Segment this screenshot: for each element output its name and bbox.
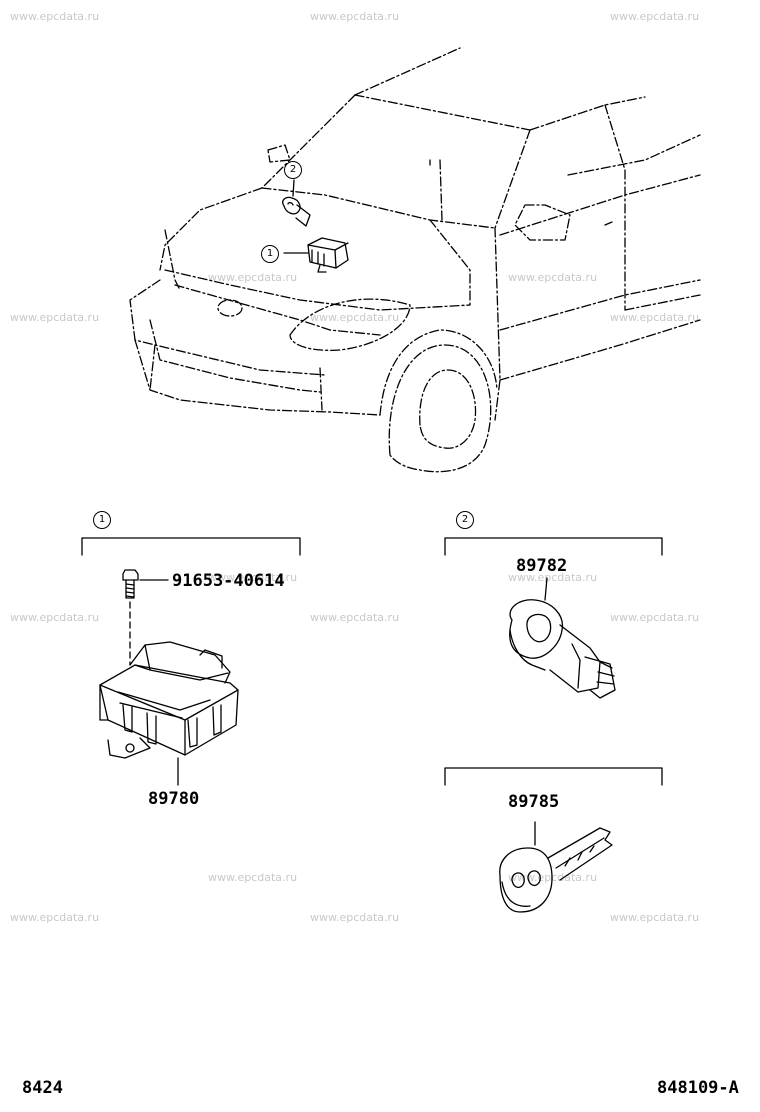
transponder-coil-drawing: [509, 577, 616, 699]
vehicle-outline: [129, 47, 701, 473]
ecu-drawing: [99, 641, 239, 786]
watermark: www.epcdata.ru: [310, 311, 400, 324]
footer-right-code: 848109-A: [657, 1078, 739, 1098]
watermark: www.epcdata.ru: [310, 611, 400, 624]
watermark: www.epcdata.ru: [610, 10, 700, 23]
watermark: www.epcdata.ru: [10, 911, 100, 924]
section-2-bracket: [444, 537, 663, 556]
section-1-bracket: [81, 537, 301, 556]
watermark: www.epcdata.ru: [310, 911, 400, 924]
part-number-key[interactable]: 89785: [508, 792, 560, 812]
watermark: www.epcdata.ru: [10, 10, 100, 23]
callout-2-on-vehicle: 2: [284, 161, 302, 179]
watermark: www.epcdata.ru: [208, 271, 298, 284]
mini-ecu: [307, 237, 349, 273]
section-2-callout: 2: [456, 511, 474, 529]
bolt-drawing: [122, 569, 169, 666]
part-number-ecu[interactable]: 89780: [148, 789, 200, 809]
key-bracket: [444, 767, 663, 786]
section-1-callout: 1: [93, 511, 111, 529]
watermark: www.epcdata.ru: [208, 871, 298, 884]
watermark: www.epcdata.ru: [310, 10, 400, 23]
watermark: www.epcdata.ru: [610, 611, 700, 624]
watermark: www.epcdata.ru: [508, 271, 598, 284]
callout-1-on-vehicle: 1: [261, 245, 279, 263]
part-number-transponder-coil[interactable]: 89782: [516, 556, 568, 576]
watermark: www.epcdata.ru: [10, 611, 100, 624]
watermark: www.epcdata.ru: [610, 311, 700, 324]
watermark: www.epcdata.ru: [10, 311, 100, 324]
key-drawing: [499, 821, 613, 913]
watermark: www.epcdata.ru: [610, 911, 700, 924]
watermark: www.epcdata.ru: [208, 571, 298, 584]
part-number-bolt[interactable]: 91653-40614: [172, 571, 285, 591]
footer-left-code: 8424: [22, 1078, 63, 1098]
mini-transponder-coil: [282, 179, 311, 227]
watermark: www.epcdata.ru: [508, 571, 598, 584]
